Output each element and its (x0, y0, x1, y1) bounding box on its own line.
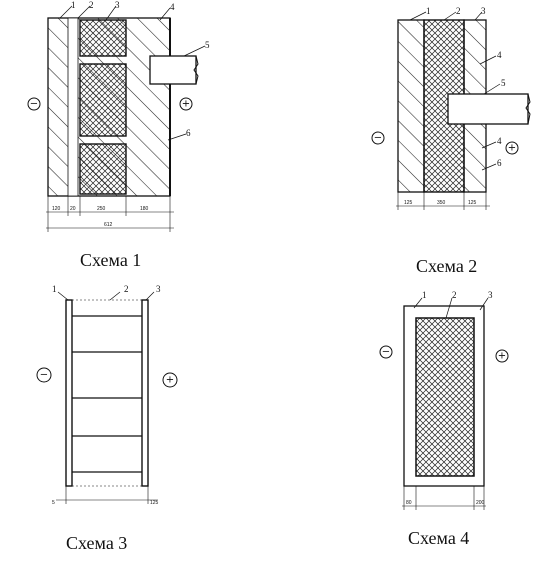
scheme2-break-mark (525, 93, 531, 125)
scheme1-beam (149, 55, 197, 85)
scheme2-outer-layer (397, 19, 425, 193)
scheme2-dim-2: 350 (437, 200, 446, 206)
scheme2-caption: Схема 2 (416, 256, 477, 276)
scheme-2: 1 2 3 4 5 4 6 125 350 125 − + Схема 2 (371, 6, 531, 276)
scheme4-dim-2: 200 (476, 500, 485, 506)
scheme1-insulation-bottom (79, 143, 127, 195)
scheme2-label-5: 5 (501, 78, 506, 88)
scheme1-insulation-middle (79, 63, 127, 137)
scheme2-dim-1: 125 (404, 200, 413, 206)
scheme1-dim-2: 20 (70, 206, 76, 212)
scheme2-label-4: 4 (497, 50, 502, 60)
scheme3-label-3: 3 (156, 284, 161, 294)
scheme3-inner-sheet (141, 299, 149, 487)
scheme2-label-3: 3 (481, 6, 486, 16)
scheme3-outer-sheet (65, 299, 73, 487)
scheme4-insulation (415, 317, 475, 477)
scheme2-label-6: 6 (497, 158, 502, 168)
scheme4-plus: + (498, 351, 506, 362)
scheme3-plus: + (166, 375, 174, 386)
scheme1-label-6: 6 (186, 128, 191, 138)
scheme1-break-mark (193, 55, 199, 85)
scheme1-label-2: 2 (89, 0, 94, 10)
scheme4-minus: − (382, 347, 390, 358)
scheme1-insulation-top (79, 19, 127, 57)
scheme3-dim-1: 5 (52, 500, 55, 506)
scheme1-label-5: 5 (205, 40, 210, 50)
scheme-4: 1 2 3 80 200 − + Схема 4 (379, 290, 509, 548)
scheme1-minus: − (30, 99, 38, 110)
scheme3-dim-2: 125 (150, 500, 159, 506)
scheme1-dim-total: 612 (104, 222, 113, 228)
scheme3-label-1: 1 (52, 284, 57, 294)
scheme2-label-1: 1 (426, 6, 431, 16)
scheme4-dim-1: 80 (406, 500, 412, 506)
scheme2-dim-3: 125 (468, 200, 477, 206)
scheme1-label-4: 4 (170, 2, 175, 12)
scheme4-label-1: 1 (422, 290, 427, 300)
scheme1-plus: + (182, 99, 190, 110)
scheme2-label-2: 2 (456, 6, 461, 16)
scheme1-dim-1: 120 (52, 206, 61, 212)
scheme3-minus: − (40, 370, 48, 381)
scheme3-caption: Схема 3 (66, 533, 127, 553)
scheme1-label-3: 3 (115, 0, 120, 10)
scheme2-beam (447, 93, 529, 125)
scheme1-channel (67, 17, 79, 197)
scheme-1: 1 2 3 4 5 6 120 20 250 180 612 − + Схема… (27, 0, 210, 270)
scheme1-label-1: 1 (71, 0, 76, 10)
scheme4-caption: Схема 4 (408, 528, 469, 548)
scheme2-label-4b: 4 (497, 136, 502, 146)
scheme4-label-2: 2 (452, 290, 457, 300)
scheme1-dim-4: 180 (140, 206, 149, 212)
scheme-3: 1 2 3 5 125 − + Схема 3 (36, 284, 178, 553)
scheme3-label-2: 2 (124, 284, 129, 294)
scheme1-caption: Схема 1 (80, 250, 141, 270)
scheme2-plus: + (508, 143, 516, 154)
scheme1-dim-3: 250 (97, 206, 106, 212)
scheme4-label-3: 3 (488, 290, 493, 300)
scheme2-minus: − (374, 133, 382, 144)
